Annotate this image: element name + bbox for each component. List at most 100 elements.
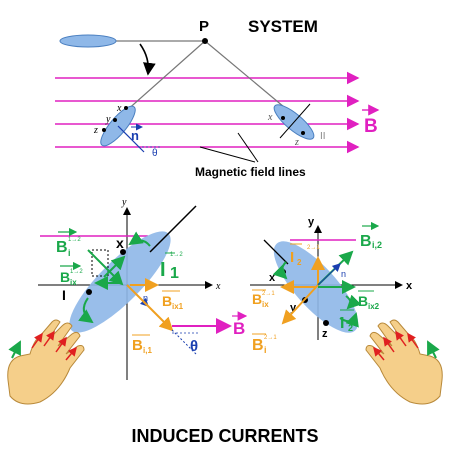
coil-1-angle-label: θ: [152, 148, 158, 159]
coil-2-label-x: x: [267, 112, 273, 123]
coil-1-point-x: [124, 106, 128, 110]
left-bi1-sub: i,1: [143, 346, 152, 355]
right-hand: [365, 319, 443, 405]
right-axis-x-label: x: [406, 280, 413, 292]
left-bix-sup: 1→2: [70, 269, 83, 275]
field-lines-label: Magnetic field lines: [195, 165, 306, 179]
right-bi-left-arrow: [281, 284, 319, 325]
left-bi-sup: 1→2: [68, 237, 81, 243]
left-i1-sub: 1: [170, 265, 179, 282]
callout-line-2: [199, 146, 256, 163]
left-bix1-label: B: [162, 293, 172, 309]
coil-1-point-y: [113, 118, 117, 122]
coil-1-label-x: x: [116, 103, 122, 114]
right-i2-top-sup: 2→1: [307, 245, 320, 251]
right-point-z: [323, 320, 329, 326]
right-i2-label: I: [340, 315, 344, 332]
left-hand-thumb-arrow: [8, 340, 21, 359]
right-current-arrow-2: [339, 312, 359, 328]
right-current-arrow-3: [345, 294, 362, 310]
coil-1-label-z: z: [93, 125, 98, 136]
left-current-arrow-3: [103, 255, 126, 278]
coil-1: x y z n θ: [93, 103, 160, 159]
left-panel: y x x I B i 1→2 B ix 1→2 I 1 1→2: [38, 197, 248, 380]
left-hand-shape: [7, 319, 85, 405]
left-point-x: [120, 249, 126, 255]
left-axis-y-label: y: [121, 197, 127, 208]
system-title: SYSTEM: [248, 17, 318, 36]
coil-1-point-z: [102, 128, 106, 132]
coil-2-label-z: z: [294, 137, 299, 148]
coil-rest-position: [59, 34, 117, 48]
left-normal-dashed: [171, 329, 197, 355]
right-point-y-label: y: [290, 302, 297, 314]
right-coil-normal-extension: [263, 239, 289, 265]
right-current-arrow-1: [272, 261, 288, 280]
right-hand-finger-arrow-2: [383, 336, 395, 353]
field-lines: [55, 71, 360, 154]
right-bi-left-sup: 2→1: [264, 335, 277, 341]
right-bi-left-sub: i: [264, 345, 267, 355]
coil-2-point-z: [301, 131, 305, 135]
left-current-arrow-1: [128, 231, 151, 247]
right-bix-left-sup: 2→1: [262, 291, 275, 297]
left-normal-label: n: [143, 293, 148, 303]
left-hand: [7, 319, 85, 405]
coil-1-normal-label: n: [131, 128, 139, 143]
right-hand-finger-arrow-1: [395, 330, 407, 347]
pivot-point: [202, 38, 208, 44]
right-hand-finger-arrow-4: [407, 332, 419, 349]
coil-2: x z II: [267, 103, 326, 148]
right-bix-left-sub: ix: [262, 300, 269, 309]
left-bi1-label: B: [132, 337, 143, 354]
left-coil-normal-extension: [149, 205, 197, 253]
left-bi-sub: i: [68, 248, 71, 258]
right-point-z-label: z: [322, 328, 328, 340]
left-angle-label: θ: [190, 338, 198, 355]
field-label: B: [364, 116, 378, 137]
right-i2-top-sub: 2: [297, 258, 302, 267]
left-hand-finger-arrow-1: [43, 330, 55, 347]
right-bi2-label: B: [360, 233, 372, 250]
right-normal-arrow: [317, 263, 341, 286]
left-hand-finger-arrow-4: [31, 332, 43, 349]
coil-2-point-x: [281, 116, 285, 120]
induced-currents-title: INDUCED CURRENTS: [131, 426, 318, 446]
right-bix-left-label: B: [252, 291, 262, 307]
left-hand-finger-arrow-3: [65, 346, 77, 361]
right-hand-shape: [365, 319, 443, 405]
left-current-arrow-2: [78, 297, 94, 324]
coil-1-label-y: y: [105, 114, 111, 125]
right-hand-thumb-arrow: [427, 340, 440, 359]
left-point-z: [86, 289, 92, 295]
left-i1-label: I: [160, 259, 166, 281]
coil-2-normal-line: [279, 103, 311, 139]
left-i1-sup: 1→2: [170, 252, 183, 258]
right-normal-label: n: [341, 269, 346, 279]
callout-line-1: [237, 132, 259, 163]
right-i2-top-label: I: [290, 249, 294, 266]
string-coil-1: [124, 40, 206, 113]
left-bix1-sub: ix1: [172, 302, 184, 311]
left-field-label: B: [233, 319, 245, 338]
system-section: SYSTEM B P x y z n: [55, 17, 380, 179]
left-bix-sub: ix: [70, 278, 77, 287]
left-point-x-label: x: [116, 235, 124, 251]
left-bix-label: B: [60, 269, 70, 285]
left-bi-label: B: [56, 239, 68, 256]
left-bi1-arrow: [126, 284, 174, 332]
left-axis-x-label: x: [215, 281, 221, 292]
left-bi-arrow: [87, 249, 124, 286]
right-i2-sub: 2: [348, 323, 353, 333]
right-axis-y-label: y: [308, 216, 315, 228]
right-point-x-label: x: [269, 272, 276, 284]
swing-arrow: [139, 43, 156, 76]
coil-2-label-mark: II: [320, 131, 326, 142]
coil-1-normal-line: [117, 125, 145, 153]
right-panel: y x x y z I 2 2→1 B i,2 n B ix2: [250, 216, 413, 355]
left-hand-finger-arrow-2: [55, 336, 67, 353]
right-bi-left-label: B: [252, 337, 264, 354]
left-I-small: I: [62, 287, 66, 303]
